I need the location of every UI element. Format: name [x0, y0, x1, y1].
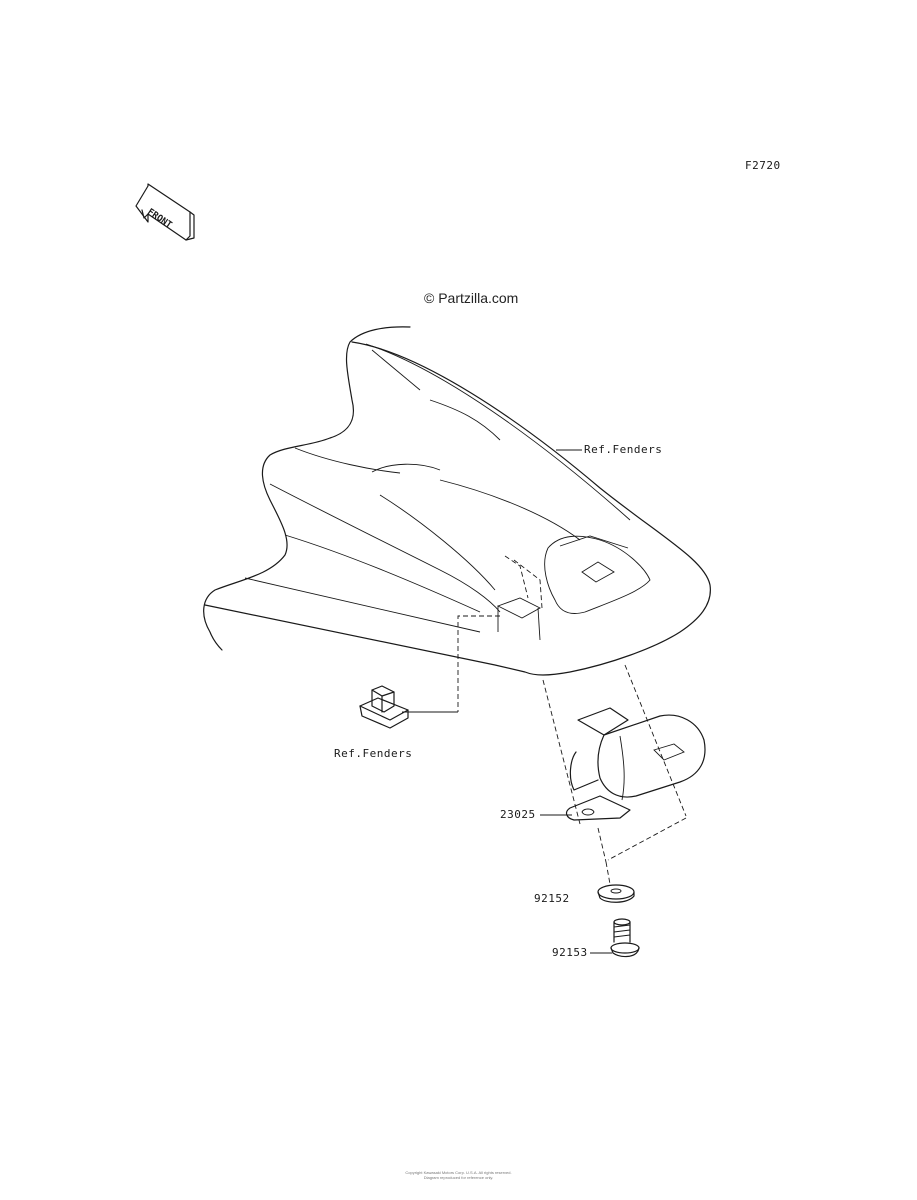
- label-part-92152: 92152: [534, 892, 570, 905]
- copyright-footer: Copyright Kawasaki Motors Corp. U.S.A. A…: [0, 1170, 917, 1180]
- assembly-lines: [457, 615, 687, 885]
- tail-light-23025: [540, 707, 706, 821]
- label-part-92153: 92153: [552, 946, 588, 959]
- footer-line-2: Diagram reproduced for reference only.: [423, 1175, 494, 1180]
- bolt-92153: [590, 918, 640, 958]
- washer-92152: [597, 884, 635, 903]
- front-arrow-text: FRONT: [145, 207, 174, 231]
- clip-nut: [359, 685, 458, 729]
- footer-line-1: Copyright Kawasaki Motors Corp. U.S.A. A…: [405, 1170, 512, 1175]
- label-ref-fenders-bottom: Ref.Fenders: [334, 747, 413, 760]
- label-part-23025: 23025: [500, 808, 536, 821]
- front-arrow-icon: FRONT: [135, 183, 195, 241]
- label-ref-fenders-top: Ref.Fenders: [584, 443, 663, 456]
- watermark: © Partzilla.com: [424, 290, 519, 306]
- diagram-code: F2720: [745, 159, 781, 172]
- rear-fender: [203, 326, 711, 676]
